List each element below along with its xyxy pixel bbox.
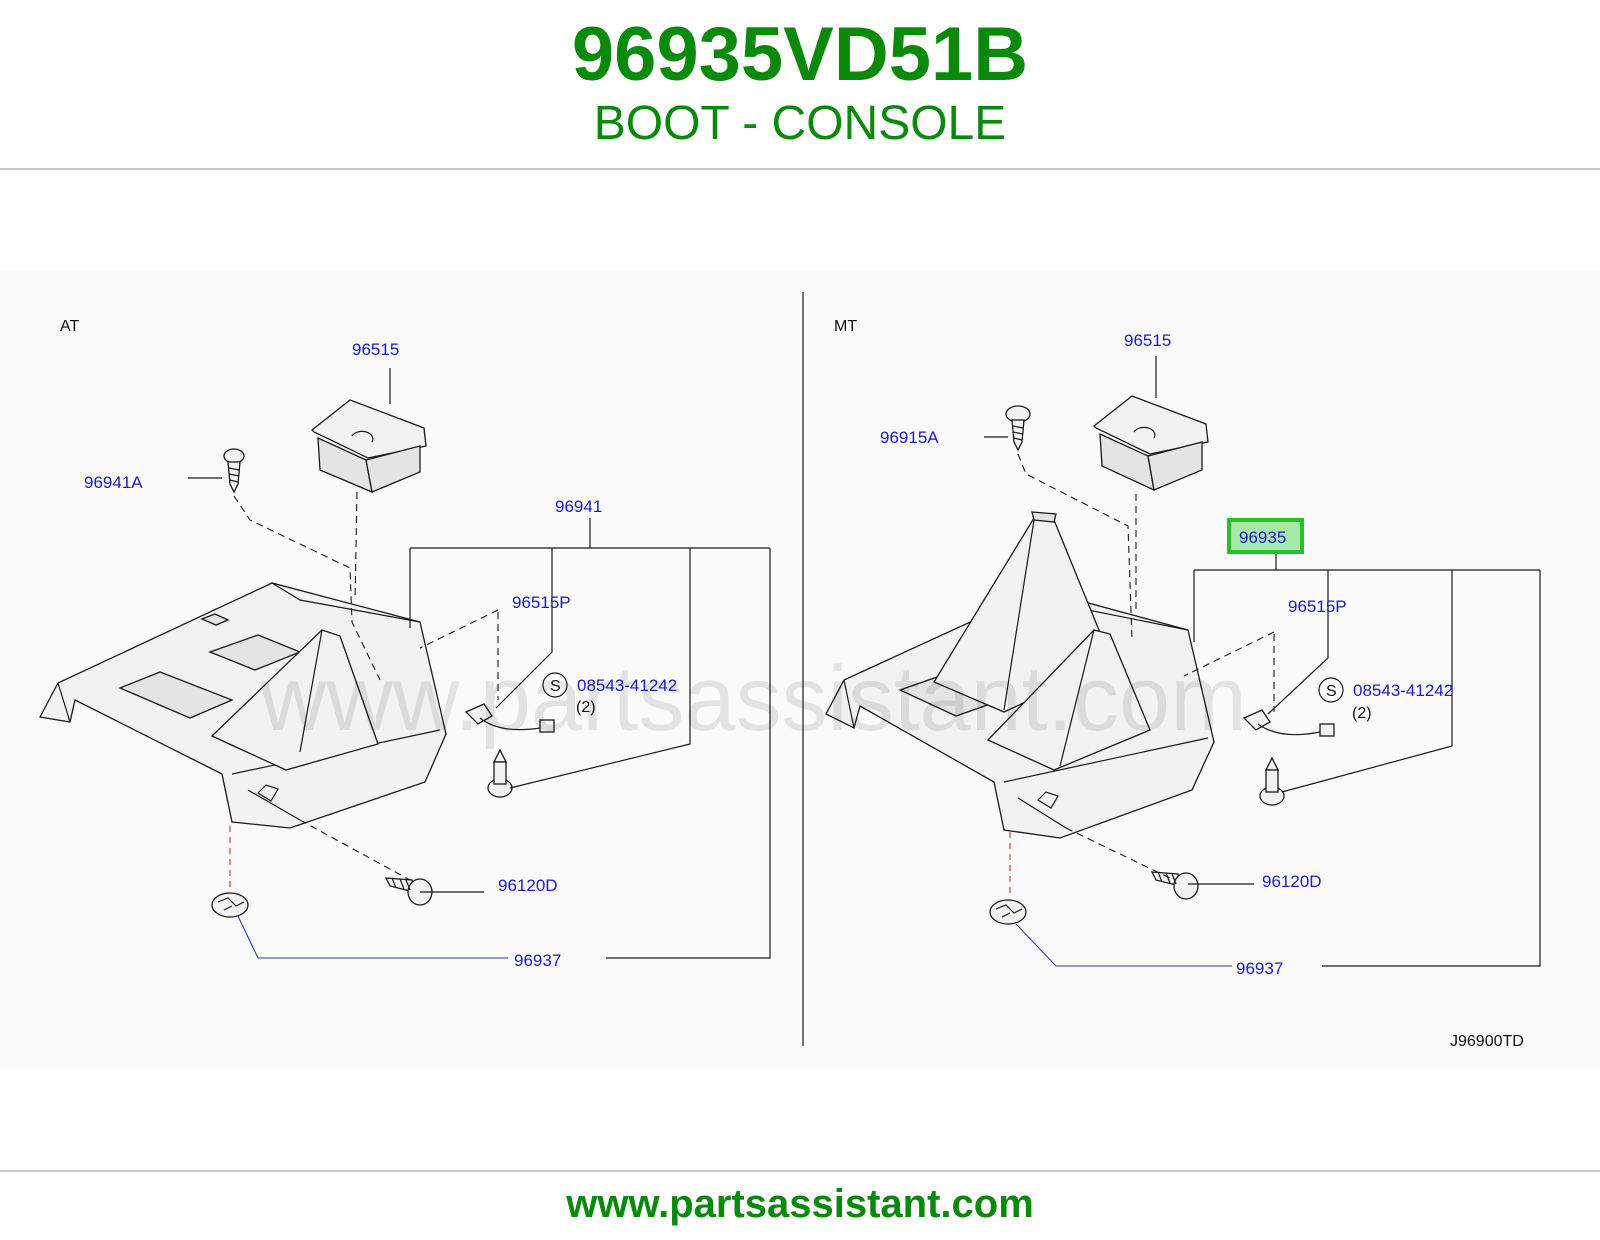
mt-console-icon: [825, 511, 1215, 839]
mt-screw-a-icon: [1005, 405, 1031, 452]
highlight-box: [1227, 518, 1304, 554]
diagram-code: J96900TD: [1450, 1033, 1524, 1050]
at-label-qty: (2): [576, 699, 596, 716]
at-s-circle: [542, 672, 568, 698]
at-bolt-icon: [487, 748, 513, 798]
page-title: 96935VD51B: [571, 12, 1029, 97]
mt-label-clip: 96515P: [1288, 597, 1347, 616]
mt-grommet-icon: [989, 899, 1027, 925]
at-label-boot-cover: 96515: [352, 340, 399, 359]
at-label-assembly: 96941: [555, 497, 602, 516]
mt-label-qty: (2): [1352, 705, 1372, 722]
at-screw-a-icon: [223, 448, 245, 494]
mt-label-bolt: 08543-41242: [1353, 681, 1453, 700]
mt-clip-icon: [1242, 709, 1335, 737]
at-label-screw-a: 96941A: [84, 473, 143, 492]
at-label-clip: 96515P: [512, 593, 571, 612]
mt-label-assembly[interactable]: 96935: [1239, 528, 1286, 547]
mt-label-boot-cover: 96515: [1124, 331, 1171, 350]
page-subtitle: BOOT - CONSOLE: [593, 97, 1007, 150]
footer-divider: [0, 1170, 1600, 1172]
at-section: AT: [39, 318, 771, 970]
mt-label-grommet: 96937: [1236, 959, 1283, 978]
at-label-s: S: [550, 678, 561, 695]
footer-url[interactable]: www.partsassistant.com: [566, 1182, 1034, 1226]
at-label-screw-d: 96120D: [498, 876, 558, 895]
mt-variant-label: MT: [834, 318, 857, 335]
at-grommet-icon: [211, 892, 249, 918]
at-label-grommet: 96937: [514, 951, 561, 970]
mt-section: MT: [825, 318, 1541, 1050]
mt-s-circle: [1318, 677, 1344, 703]
watermark: www.partsassistant.com: [259, 648, 1247, 750]
at-variant-label: AT: [60, 318, 79, 335]
mt-label-s: S: [1326, 683, 1337, 700]
mt-label-screw-d: 96120D: [1262, 872, 1322, 891]
mt-label-screw-a: 96915A: [880, 428, 939, 447]
mt-boot-cover-icon: [1093, 395, 1209, 492]
mt-screw-d-icon: [1150, 871, 1199, 900]
at-clip-icon: [464, 703, 555, 733]
at-boot-cover-icon: [311, 399, 427, 494]
mt-bolt-icon: [1259, 756, 1285, 806]
at-console-icon: [39, 582, 447, 829]
header-divider: [0, 168, 1600, 170]
at-label-bolt: 08543-41242: [577, 676, 677, 695]
